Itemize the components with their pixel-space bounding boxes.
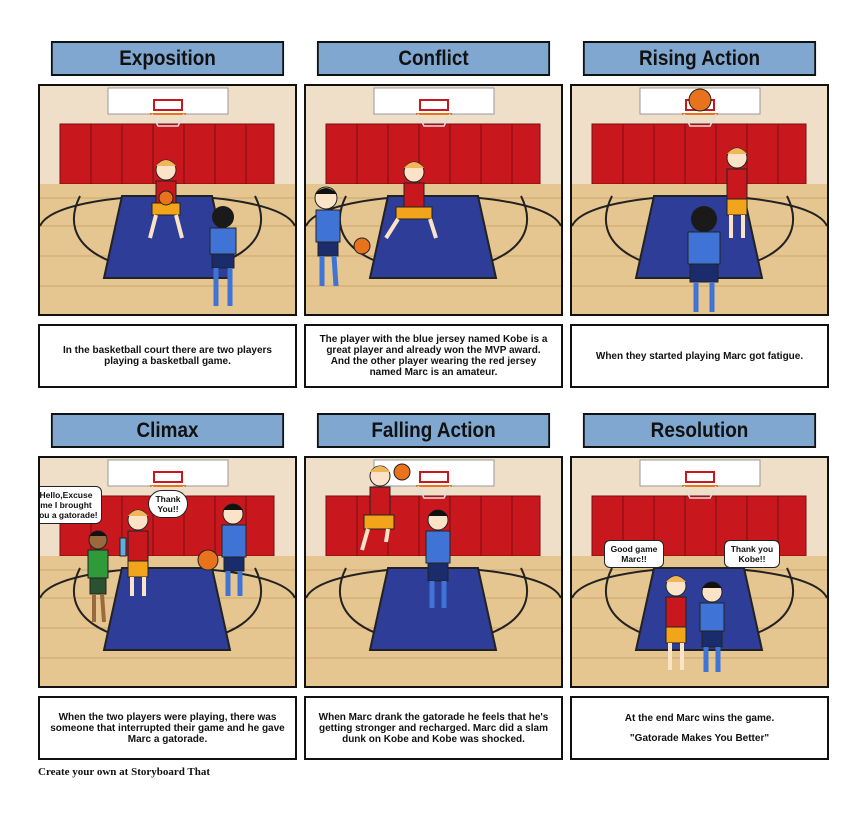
speech-bubble: Thank You!!	[148, 490, 188, 518]
player-kobe	[209, 206, 237, 306]
speech-bubble: Hello,Excuse me I brought you a gatorade…	[40, 486, 102, 524]
player-marc	[148, 159, 184, 239]
basketball-icon	[393, 463, 411, 481]
boy-green-shirt	[87, 530, 127, 623]
caption-text: When they started playing Marc got fatig…	[595, 350, 804, 362]
panel-title: Exposition	[50, 41, 285, 76]
speech-bubble: Thank you Kobe!!	[724, 540, 780, 568]
speech-bubble: Good game Marc!!	[604, 540, 664, 568]
player-marc	[127, 509, 149, 596]
caption-text: The player with the blue jersey named Ko…	[319, 334, 548, 378]
panel-caption: At the end Marc wins the game. "Gatorade…	[570, 696, 829, 760]
caption-text: When Marc drank the gatorade he feels th…	[318, 711, 549, 745]
caption-text: In the basketball court there are two pl…	[63, 345, 272, 367]
player-kobe	[425, 509, 451, 608]
basketball-icon	[688, 88, 712, 112]
panel-scene	[304, 84, 563, 316]
panel-scene	[570, 84, 829, 316]
gatorade-bottle	[119, 537, 127, 557]
panel-title: Rising Action	[582, 41, 817, 76]
caption-text: When the two players were playing, there…	[50, 711, 285, 745]
court-background	[40, 86, 295, 314]
caption-text: At the end Marc wins the game.	[624, 712, 775, 724]
panel-title: Conflict	[316, 41, 551, 76]
panel-title: Falling Action	[316, 413, 551, 448]
panel-scene: Hello,Excuse me I brought you a gatorade…	[38, 456, 297, 688]
panel-caption: In the basketball court there are two pl…	[38, 324, 297, 388]
panel-caption: When Marc drank the gatorade he feels th…	[304, 696, 563, 760]
basketball-icon	[197, 549, 219, 571]
player-marc	[384, 161, 438, 240]
court-background	[306, 86, 561, 314]
player-marc	[726, 147, 748, 238]
panel-scene	[304, 456, 563, 688]
panel-caption: When the two players were playing, there…	[38, 696, 297, 760]
panel-scene: Good game Marc!! Thank you Kobe!!	[570, 456, 829, 688]
caption-slogan: "Gatorade Makes You Better"	[629, 732, 770, 744]
player-kobe	[197, 503, 247, 596]
panel-caption: When they started playing Marc got fatig…	[570, 324, 829, 388]
panel-title: Climax	[50, 413, 285, 448]
panel-caption: The player with the blue jersey named Ko…	[304, 324, 563, 388]
player-marc	[665, 575, 687, 670]
player-kobe	[699, 581, 725, 672]
panel-title: Resolution	[582, 413, 817, 448]
footer-credit[interactable]: Create your own at Storyboard That	[38, 766, 211, 778]
player-kobe	[687, 206, 721, 312]
player-marc	[360, 463, 411, 551]
court-background	[572, 458, 827, 686]
panel-scene	[38, 84, 297, 316]
player-kobe	[314, 186, 371, 287]
